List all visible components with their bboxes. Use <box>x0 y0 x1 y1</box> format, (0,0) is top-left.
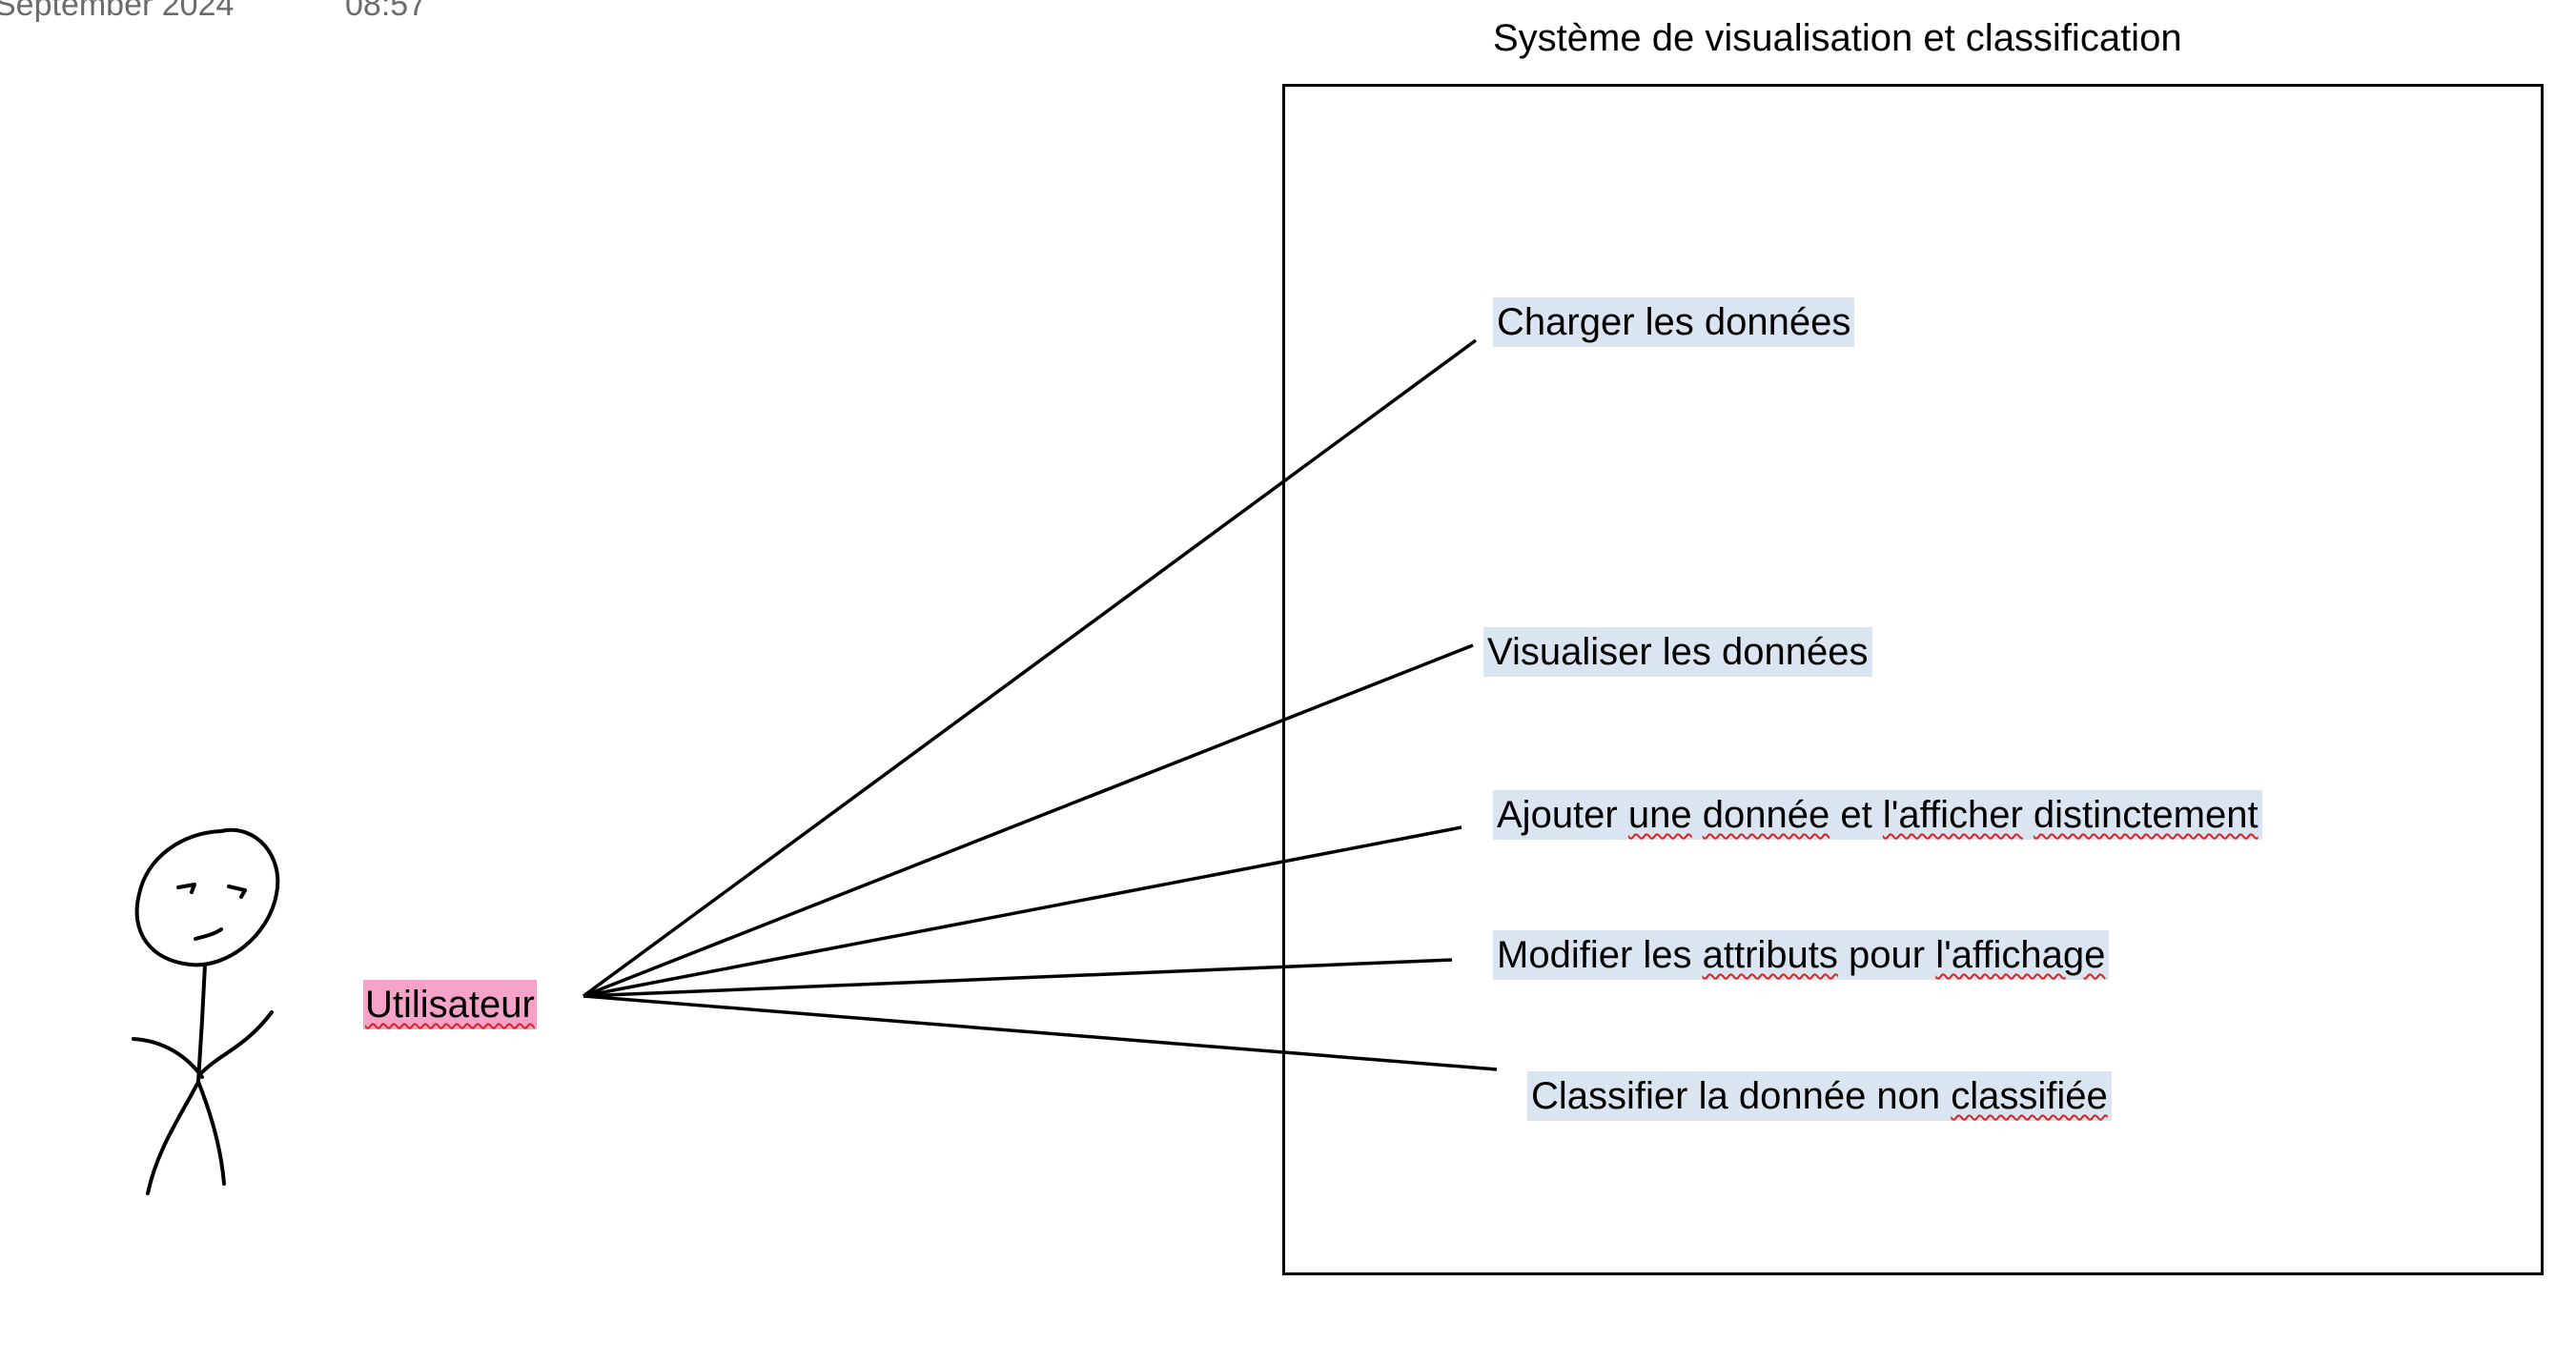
actor-body <box>196 963 207 1084</box>
use-case-text: pour <box>1837 934 1936 976</box>
use-case-text: Charger les données <box>1497 301 1851 343</box>
system-title: Système de visualisation et classificati… <box>1493 17 2182 59</box>
use-case-modifier: Modifier les attributs pour l'affichage <box>1493 930 2110 980</box>
header-time: 08:57 <box>345 0 427 23</box>
use-case-visualiser: Visualiser les données <box>1483 627 1872 677</box>
actor-label: Utilisateur <box>363 980 537 1029</box>
use-case-text: Modifier les <box>1497 934 1703 976</box>
stick-figure-icon <box>132 827 280 1195</box>
actor-leg-left <box>146 1080 200 1195</box>
use-case-text <box>2023 794 2034 836</box>
use-case-charger: Charger les données <box>1493 297 1855 347</box>
association-line-ajouter <box>583 825 1462 998</box>
use-case-text: distinctement <box>2033 794 2259 836</box>
use-case-text: Ajouter <box>1497 794 1628 836</box>
actor-eye-left <box>176 883 196 894</box>
use-case-text: et <box>1830 794 1883 836</box>
actor-arm-right <box>200 1010 274 1074</box>
use-case-text: attributs <box>1702 934 1838 976</box>
actor-eye-right <box>227 885 247 899</box>
association-lines <box>582 338 1498 1071</box>
actor-head <box>134 827 280 967</box>
actor-leg-right <box>196 1080 226 1186</box>
use-case-text: Classifier la donnée non <box>1531 1075 1952 1117</box>
association-line-classifier <box>583 994 1498 1071</box>
use-case-text: l'affichage <box>1935 934 2106 976</box>
association-line-visualiser <box>583 643 1474 998</box>
system-boundary <box>1282 84 2544 1275</box>
actor-arm-left <box>132 1037 204 1079</box>
use-case-classifier: Classifier la donnée non classifiée <box>1527 1071 2112 1121</box>
use-case-text: une <box>1627 794 1692 836</box>
use-case-text: donnée <box>1702 794 1830 836</box>
association-line-charger <box>582 338 1478 998</box>
actor-mouth <box>194 927 223 941</box>
use-case-text <box>1692 794 1703 836</box>
use-case-text: l'afficher <box>1882 794 2023 836</box>
use-case-ajouter: Ajouter une donnée et l'afficher distinc… <box>1493 790 2262 840</box>
use-case-text: Visualiser les données <box>1487 631 1869 673</box>
header-date: September 2024 <box>0 0 235 23</box>
association-line-modifier <box>583 958 1453 998</box>
use-case-text: classifiée <box>1951 1075 2108 1117</box>
